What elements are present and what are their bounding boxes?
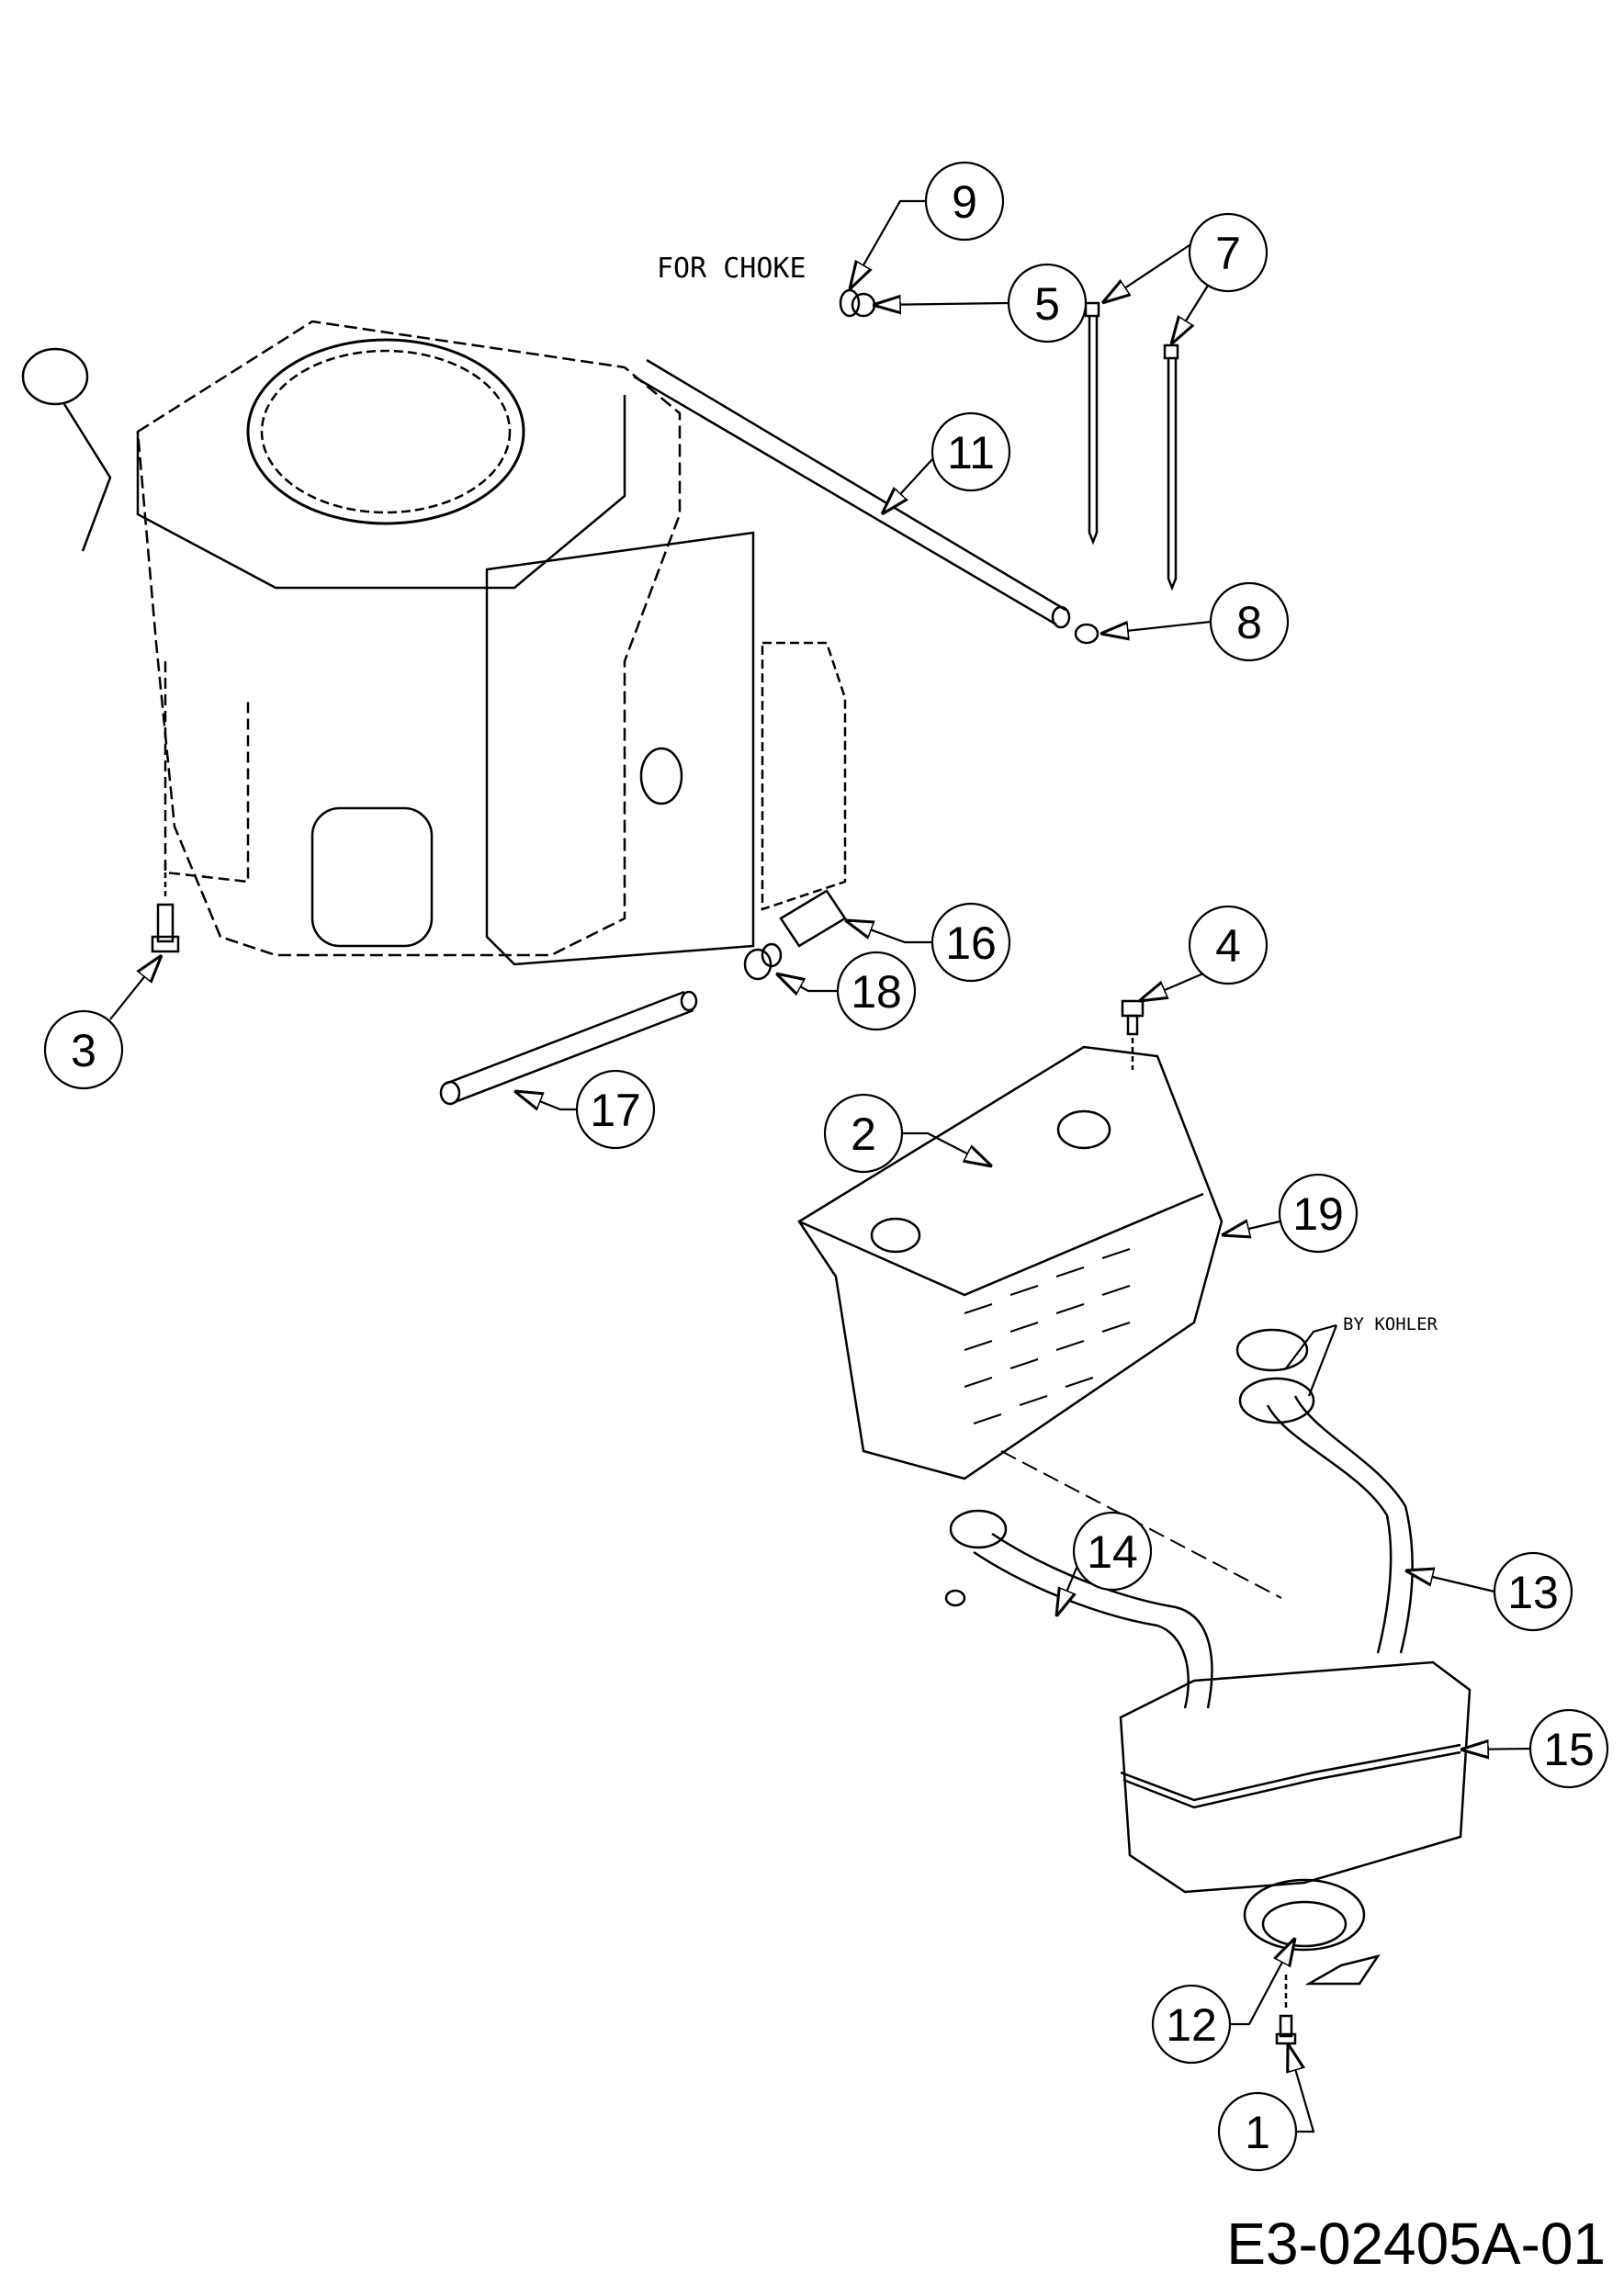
note-by-kohler: BY KOHLER (1343, 1314, 1438, 1334)
svg-text:16: 16 (945, 917, 997, 969)
svg-text:8: 8 (1236, 597, 1262, 648)
svg-text:9: 9 (952, 176, 977, 228)
callout-14: 14 (1072, 1511, 1153, 1592)
svg-text:1: 1 (1245, 2107, 1270, 2158)
callout-19: 19 (1278, 1173, 1359, 1254)
callouts: 9 5 7 11 8 16 18 4 3 17 2 19 14 13 15 12… (43, 161, 1609, 2172)
callout-12: 12 (1151, 1984, 1232, 2065)
part-3-bolt (151, 863, 180, 953)
svg-text:7: 7 (1215, 228, 1241, 279)
svg-text:5: 5 (1034, 278, 1060, 330)
part-16-18-fittings (743, 889, 847, 981)
callout-9: 9 (924, 161, 1005, 242)
callout-17: 17 (575, 1069, 656, 1150)
callout-2: 2 (823, 1093, 904, 1174)
svg-text:19: 19 (1292, 1188, 1344, 1240)
callout-3: 3 (43, 1009, 124, 1090)
callout-13: 13 (1493, 1551, 1573, 1632)
leader-lines (109, 199, 1531, 2133)
part-4-bolt (1121, 999, 1145, 1070)
callout-5: 5 (1007, 263, 1088, 343)
part-1-screw (1275, 1975, 1297, 2045)
callout-16: 16 (930, 902, 1011, 983)
part-11-tube (633, 358, 1071, 629)
part-8-clamp (1074, 623, 1100, 645)
svg-text:3: 3 (71, 1025, 96, 1076)
part-7-cable-ties (1084, 301, 1179, 591)
svg-text:13: 13 (1507, 1567, 1559, 1618)
exhaust-pipes (944, 1328, 1414, 1709)
part-9-5-washer-nut (839, 288, 876, 318)
callout-18: 18 (836, 951, 917, 1031)
part-19-heat-shield (797, 1045, 1224, 1480)
svg-text:14: 14 (1087, 1526, 1138, 1578)
part-12-bracket (1243, 1878, 1381, 1986)
callout-1: 1 (1217, 2091, 1298, 2172)
document-id: E3-02405A-01 (1226, 2211, 1606, 2277)
svg-text:2: 2 (851, 1109, 876, 1160)
svg-text:18: 18 (851, 966, 902, 1018)
callout-15: 15 (1528, 1708, 1609, 1789)
svg-text:17: 17 (590, 1085, 641, 1136)
svg-text:4: 4 (1215, 920, 1241, 972)
svg-text:11: 11 (947, 427, 995, 478)
svg-text:15: 15 (1543, 1724, 1595, 1775)
callout-7: 7 (1188, 212, 1269, 293)
part-17-hose (439, 990, 698, 1106)
callout-8: 8 (1209, 581, 1290, 662)
note-for-choke: FOR CHOKE (657, 253, 806, 285)
svg-text:12: 12 (1166, 1999, 1217, 2051)
callout-4: 4 (1188, 905, 1269, 985)
engine (21, 320, 847, 966)
part-15-muffler (1119, 1660, 1472, 1894)
callout-11: 11 (930, 411, 1011, 492)
